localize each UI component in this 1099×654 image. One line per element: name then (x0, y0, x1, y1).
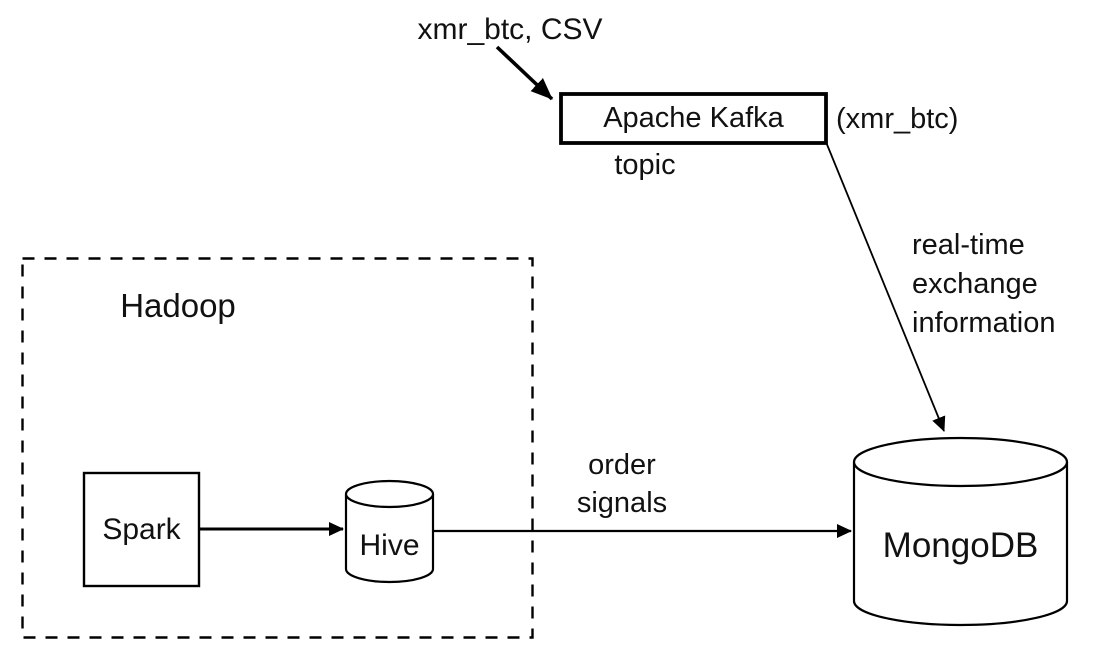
hadoop-group-dashed-box (21, 257, 534, 639)
csv-to-kafka-arrow (495, 45, 554, 101)
hadoop-group-label: Hadoop (120, 287, 236, 324)
mongodb-cylinder (852, 436, 1069, 627)
hive-to-mongodb-edge-label: order signals (576, 449, 668, 519)
mongodb-node-label: MongoDB (882, 526, 1039, 565)
hive-node-label: Hive (359, 529, 420, 562)
kafka-to-mongodb-edge-label: real-time exchange information (912, 229, 1056, 339)
kafka-sublabel-topic: topic (614, 149, 676, 181)
csv-source-label: xmr_btc, CSV (417, 13, 603, 46)
spark-box (82, 471, 201, 588)
kafka-node-label: Apache Kafka (603, 102, 784, 135)
spark-node-label: Spark (102, 512, 181, 546)
kafka-to-mongodb-arrow (825, 141, 946, 432)
kafka-topic-annotation: (xmr_btc) (836, 103, 959, 135)
hive-cylinder (344, 479, 435, 584)
kafka-box (559, 92, 828, 145)
